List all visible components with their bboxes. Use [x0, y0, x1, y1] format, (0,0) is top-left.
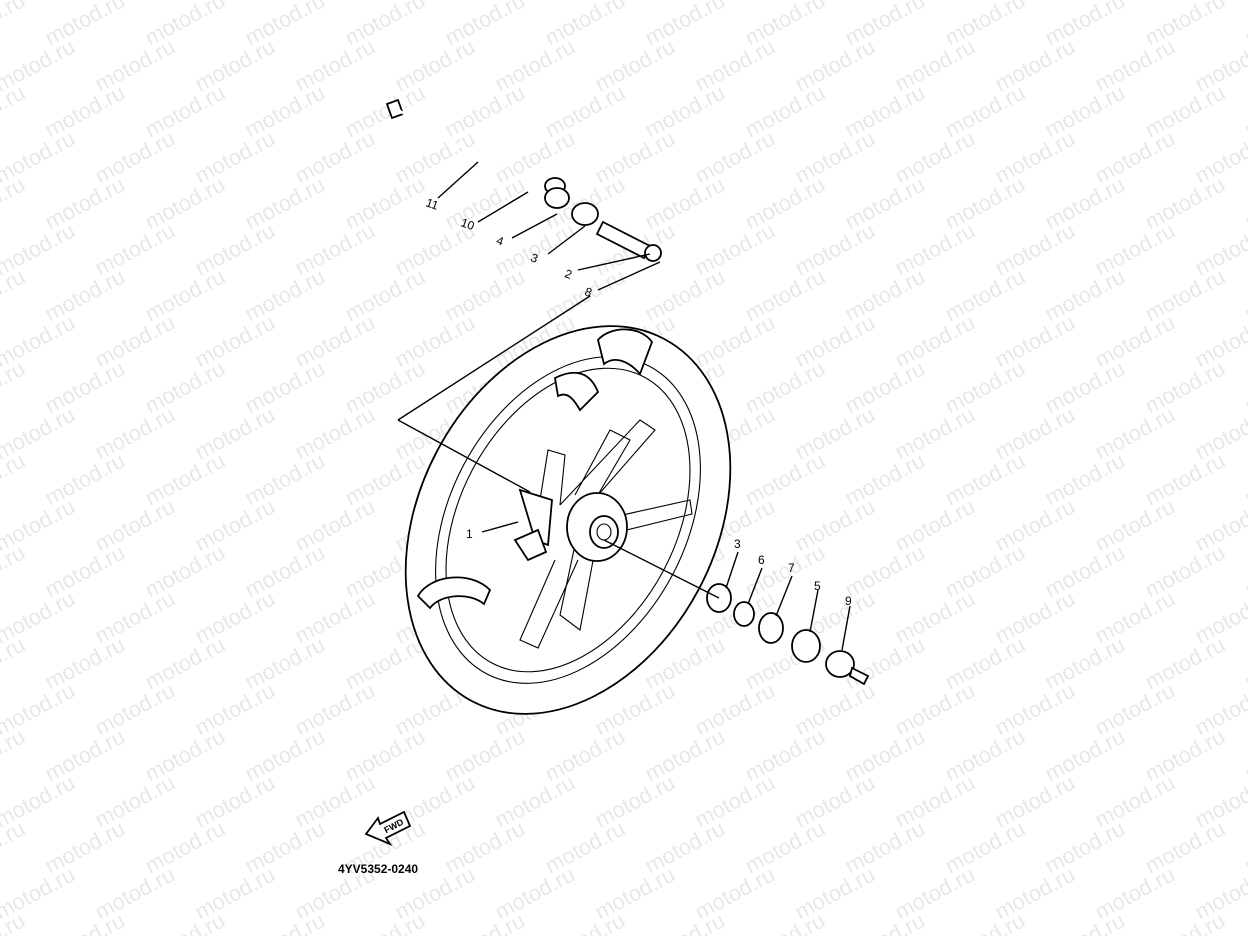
axle-assembly: [385, 98, 662, 262]
watermark-text: motod.ru: [0, 356, 29, 419]
watermark-text: motod.ru: [0, 724, 29, 787]
watermark-text: motod.ru: [1241, 724, 1248, 787]
watermark-text: motod.ru: [241, 908, 329, 936]
watermark-text: motod.ru: [0, 448, 29, 511]
diagram-code: 4YV5352-0240: [338, 862, 419, 876]
watermark-text: motod.ru: [1241, 356, 1248, 419]
watermark-text: motod.ru: [541, 908, 629, 936]
callout-2: 2: [563, 266, 574, 282]
watermark-text: motod.ru: [0, 632, 29, 695]
watermark-text: motod.ru: [1141, 908, 1229, 936]
watermark-text: motod.ru: [1241, 0, 1248, 50]
watermark-text: motod.ru: [1241, 172, 1248, 235]
callout-9: 9: [845, 594, 852, 608]
watermark-text: motod.ru: [0, 816, 29, 879]
callout-7: 7: [788, 561, 795, 575]
watermark-text: motod.ru: [1241, 80, 1248, 143]
callout-3-right: 3: [734, 537, 741, 551]
watermark-text: motod.ru: [1241, 632, 1248, 695]
watermark-text: motod.ru: [741, 908, 829, 936]
watermark-text: motod.ru: [0, 172, 29, 235]
watermark-text: motod.ru: [1241, 264, 1248, 327]
callout-11: 11: [424, 195, 441, 213]
watermark-text: motod.ru: [1241, 908, 1248, 936]
callout-1: 1: [466, 527, 473, 541]
watermark-text: motod.ru: [341, 908, 429, 936]
leader-lines: [397, 161, 851, 651]
watermark-text: motod.ru: [0, 0, 29, 50]
watermark-text: motod.ru: [841, 908, 929, 936]
watermark-text: motod.ru: [41, 908, 129, 936]
callout-6: 6: [758, 553, 765, 567]
watermark-text: motod.ru: [1041, 908, 1129, 936]
watermark-text: motod.ru: [941, 908, 1029, 936]
watermark-text: motod.ru: [0, 264, 29, 327]
callout-10: 10: [459, 215, 477, 233]
callout-labels: 11 10 4 3 2 8 1 3 6 7 5 9: [424, 195, 852, 608]
watermark-text: motod.ru: [0, 540, 29, 603]
front-wheel: [404, 325, 732, 715]
forward-direction-arrow-icon: FWD: [364, 810, 412, 846]
watermark-text: motod.ru: [441, 908, 529, 936]
watermark-text: motod.ru: [141, 908, 229, 936]
watermark-text: motod.ru: [1241, 448, 1248, 511]
callout-4: 4: [494, 233, 505, 249]
callout-5: 5: [814, 579, 821, 593]
callout-3-top: 3: [529, 250, 540, 266]
watermark-text: motod.ru: [641, 908, 729, 936]
watermark-text: motod.ru: [1241, 540, 1248, 603]
watermark-text: motod.ru: [0, 80, 29, 143]
watermark-text: motod.ru: [1241, 816, 1248, 879]
callout-8: 8: [583, 284, 594, 300]
